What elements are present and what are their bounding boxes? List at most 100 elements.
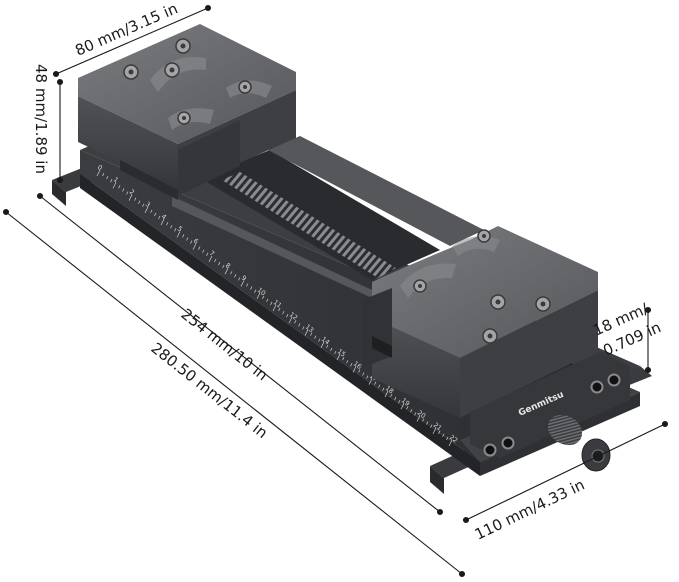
ruler-label: 10 [256, 286, 267, 297]
fixed-jaw-step-b [120, 160, 178, 200]
mount-hole-icon [501, 436, 515, 450]
ruler-tick [282, 310, 285, 315]
ruler-tick [158, 215, 161, 220]
moving-jaw-front [372, 318, 460, 418]
screw-icon [487, 333, 493, 339]
foot-tab-left-side [52, 180, 66, 206]
ruler-tick [230, 271, 233, 275]
ruler-tick [122, 188, 125, 192]
moving-jaw-screws [413, 229, 551, 344]
ruler-tick [96, 169, 101, 177]
ruler-tick [214, 258, 217, 263]
dim-endpoint-icon [36, 192, 44, 200]
ruler-tick [362, 372, 365, 376]
ruler-tick [202, 249, 205, 253]
ruler-tick [198, 246, 201, 250]
dim-endpoint-icon [462, 516, 470, 524]
ruler-tick [128, 194, 133, 201]
moving-jaw-top [372, 226, 598, 358]
ruler-tick [302, 326, 305, 330]
ruler-tick [206, 252, 209, 256]
dim-endpoint-icon [436, 508, 444, 516]
screw-icon [243, 85, 247, 89]
ruler-tick [112, 182, 117, 189]
ruler-tick [238, 277, 241, 281]
ruler-tick [110, 179, 113, 183]
dim-label-base-width: 110 mm/4.33 in [472, 476, 588, 544]
ruler-label: 18 [384, 384, 395, 395]
ruler-tick [448, 439, 453, 447]
ruler-tick [126, 191, 129, 195]
fixed-jaw-step [178, 120, 240, 196]
rail-left-surface [172, 196, 372, 298]
ruler-tick [134, 197, 137, 201]
ruler-tick [342, 357, 345, 361]
screw-thread [222, 172, 396, 278]
ruler-label: 6 [192, 237, 200, 246]
dimension-lines [2, 4, 669, 578]
screw-icon [182, 116, 186, 120]
ruler-tick [438, 430, 441, 434]
ruler-tick [234, 274, 237, 278]
ruler-label: 8 [224, 261, 232, 270]
dim-endpoint-icon [644, 366, 652, 374]
fixed-jaw-screws [123, 38, 252, 125]
dim-endpoint-icon [2, 208, 10, 216]
ruler-tick [390, 393, 393, 398]
ruler-tick [422, 418, 425, 422]
knob-shaft [547, 414, 583, 446]
ruler-label: 13 [304, 323, 315, 334]
ruler-label: 21 [432, 421, 443, 432]
fixed-jaw-front [78, 96, 178, 190]
dim-endpoint-icon [56, 176, 64, 184]
ruler-label: 19 [400, 396, 411, 407]
ruler-tick [394, 396, 397, 401]
ruler-label: 0 [96, 163, 104, 172]
ruler-tick [102, 172, 105, 177]
screw-icon [495, 299, 501, 305]
ruler-label: 20 [416, 409, 427, 420]
ruler-tick [410, 409, 413, 413]
ruler-label: 15 [336, 347, 347, 358]
ruler-tick [398, 399, 401, 404]
screw-icon [128, 69, 134, 75]
screw-icon [482, 234, 486, 238]
screw-channel [200, 150, 440, 280]
ruler-tick [298, 323, 301, 327]
ruler-label: 12 [288, 311, 299, 322]
ruler-tick [426, 421, 429, 425]
ruler-label: 1 [112, 176, 120, 185]
ruler-tick [272, 304, 277, 312]
ruler-tick [326, 344, 329, 349]
lead-screw [200, 150, 440, 280]
ruler-tick [174, 228, 177, 232]
base-end-plate: Genmitsu [470, 352, 630, 458]
fixed-jaw-arc-1 [150, 56, 206, 92]
mount-hole-icon [607, 373, 621, 387]
dim-line-base-width [465, 423, 666, 521]
moving-jaw-notch [372, 336, 392, 358]
ruler-tick [294, 320, 297, 324]
screw-icon [418, 284, 422, 288]
dim-label-height: 48 mm/1.89 in [32, 64, 50, 174]
ruler-tick [442, 433, 445, 438]
ruler-tick [142, 203, 145, 207]
moving-jaw-side [460, 290, 598, 418]
moving-jaw-step [362, 288, 392, 368]
ruler-tick [318, 338, 321, 342]
ruler-tick [288, 317, 293, 324]
ruler-tick [406, 406, 409, 410]
rail-right-surface [268, 136, 484, 246]
ruler-tick [334, 350, 337, 355]
ruler-tick [190, 240, 193, 244]
dim-endpoint-icon [52, 70, 60, 78]
ruler-label: 22 [448, 433, 459, 444]
ruler-tick [384, 390, 389, 398]
ruler-tick [256, 292, 261, 299]
ruler-tick [286, 314, 289, 318]
ruler-tick [154, 212, 157, 217]
ruler-tick [166, 222, 169, 226]
ruler-tick [118, 185, 121, 189]
ruler-tick [262, 295, 265, 299]
ruler-tick [446, 436, 449, 441]
